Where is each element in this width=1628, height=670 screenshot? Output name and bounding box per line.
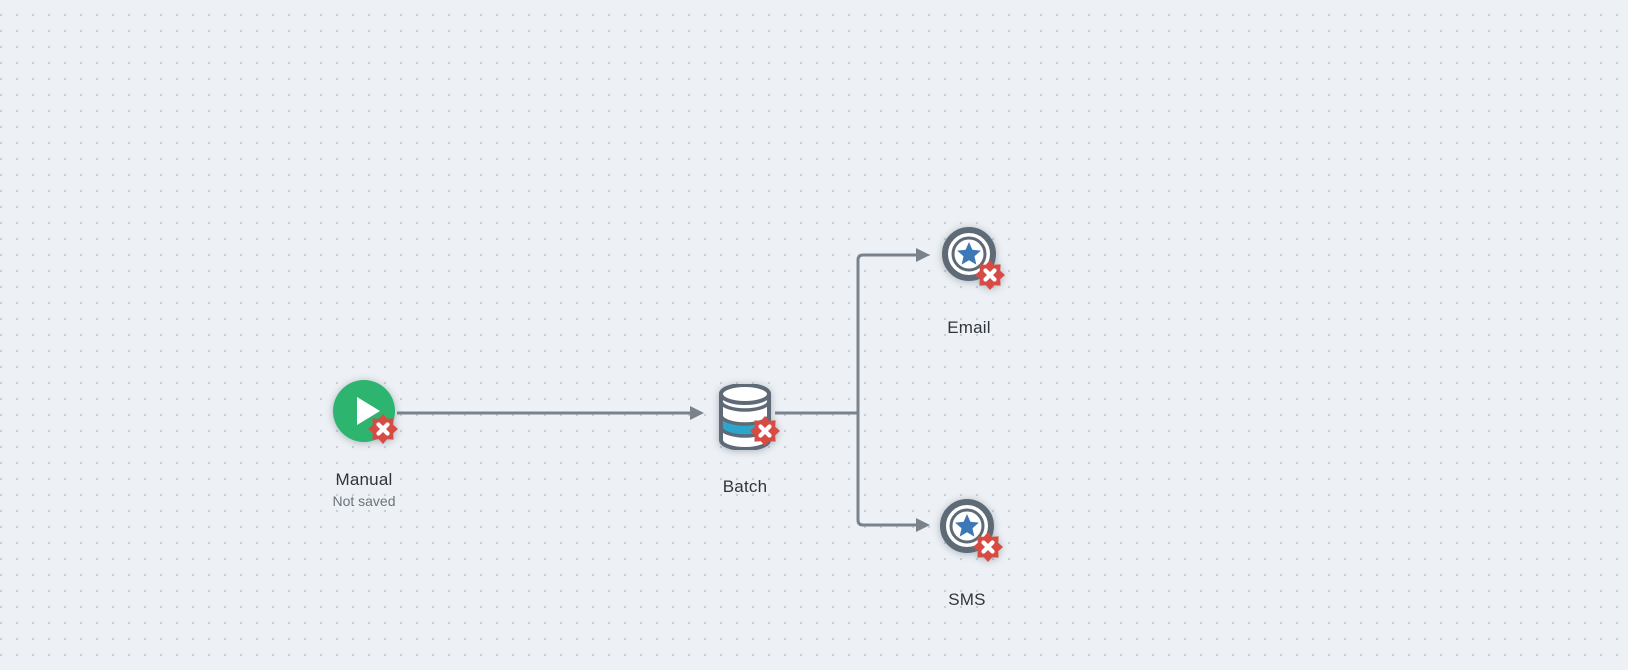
node-label: SMS (948, 590, 986, 609)
sms-icon-wrap (939, 498, 1003, 562)
error-badge-icon[interactable] (973, 532, 1003, 562)
error-badge-icon[interactable] (975, 260, 1005, 290)
edge-batch-sms (856, 413, 930, 532)
edge-batch-email (856, 248, 930, 413)
node-email[interactable]: Email (905, 226, 1033, 338)
node-label: Batch (722, 477, 768, 496)
edge-manual-batch (397, 406, 704, 420)
node-manual[interactable]: Manual Not saved (302, 380, 426, 510)
play-icon (357, 397, 380, 425)
email-icon-wrap (941, 226, 1005, 290)
node-sublabel: Not saved (332, 493, 396, 510)
error-badge-icon[interactable] (750, 416, 780, 446)
node-sms[interactable]: SMS (903, 498, 1031, 610)
batch-icon-wrap (716, 383, 780, 455)
node-label: Email (947, 318, 991, 337)
node-batch[interactable]: Batch (683, 383, 807, 497)
error-badge-icon[interactable] (368, 414, 398, 444)
manual-trigger-icon (333, 380, 398, 444)
node-label: Manual (335, 470, 393, 489)
